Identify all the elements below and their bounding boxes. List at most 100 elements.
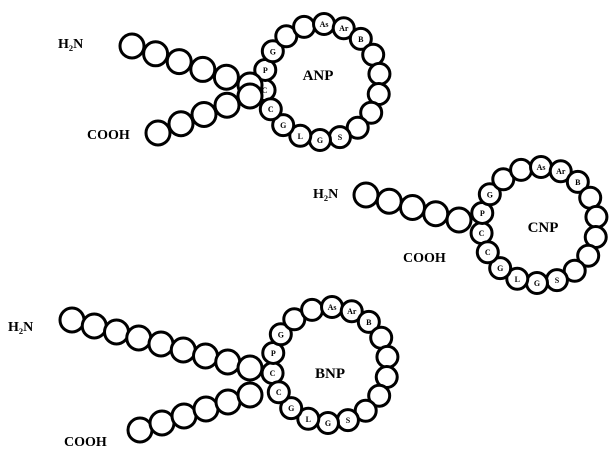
residue-label: As — [328, 303, 337, 312]
residue-label: S — [346, 416, 351, 425]
residue-label: C — [276, 388, 282, 397]
tail-bead — [142, 40, 170, 68]
residue-label: Ar — [556, 167, 566, 176]
residue-label: C — [270, 369, 276, 378]
tail-bead — [192, 342, 219, 370]
ring-bead — [509, 157, 534, 182]
ring-bead — [279, 396, 304, 421]
residue-label: C — [479, 229, 485, 238]
residue-label: G — [317, 136, 323, 145]
ring-bead — [258, 97, 283, 122]
cnp-n-tail — [352, 181, 473, 234]
residue-label: B — [575, 178, 581, 187]
tail-bead — [144, 119, 172, 147]
tail-bead — [165, 48, 193, 76]
ring-bead — [367, 383, 392, 408]
tail-bead — [125, 324, 153, 352]
residue-label: C — [268, 105, 274, 114]
bnp-n-terminus-label: H₂N — [8, 320, 33, 335]
ring-bead — [348, 26, 373, 51]
tail-bead — [352, 181, 380, 209]
residue-label: As — [320, 20, 329, 29]
tail-bead — [148, 409, 176, 437]
tail-bead — [58, 306, 86, 334]
cnp-label: CNP — [528, 220, 559, 236]
bnp-n-tail — [58, 306, 264, 382]
ring-bead — [505, 266, 530, 291]
tail-bead — [236, 82, 264, 110]
anp-n-terminus-label: H₂N — [58, 37, 83, 52]
residue-label: Ar — [339, 24, 349, 33]
residue-label: G — [280, 121, 286, 130]
residue-label: P — [480, 209, 485, 218]
residue-label: Ar — [347, 307, 357, 316]
ring-bead — [548, 159, 573, 184]
tail-bead — [236, 381, 264, 409]
tail-bead — [147, 330, 175, 358]
bnp-c-tail — [126, 381, 264, 444]
ring-bead — [339, 299, 364, 324]
ring-bead — [331, 16, 356, 41]
tail-bead — [214, 388, 242, 416]
anp-c-terminus-label: COOH — [87, 128, 130, 143]
residue-label: C — [262, 86, 268, 95]
residue-label: S — [555, 276, 560, 285]
residue-label: L — [298, 132, 303, 141]
bnp-c-terminus-label: COOH — [64, 435, 107, 450]
cnp-c-terminus-label: COOH — [403, 251, 446, 266]
residue-label: P — [271, 349, 276, 358]
ring-bead — [475, 240, 500, 265]
residue-label: G — [325, 419, 331, 428]
ring-bead — [477, 182, 502, 207]
residue-label: As — [537, 163, 546, 172]
residue-label: G — [288, 404, 294, 413]
anp-c-tail — [144, 82, 264, 147]
ring-bead — [576, 243, 601, 268]
residue-label: G — [487, 190, 493, 199]
residue-label: P — [263, 66, 268, 75]
ring-bead — [565, 169, 590, 194]
tail-bead — [236, 354, 264, 382]
ring-bead — [266, 380, 291, 405]
tail-bead — [80, 312, 108, 340]
tail-bead — [212, 63, 240, 91]
residue-label: B — [358, 35, 364, 44]
tail-bead — [169, 336, 197, 364]
ring-bead — [292, 14, 317, 39]
anp-n-tail — [118, 32, 264, 99]
residue-label: B — [366, 318, 372, 327]
tail-bead — [422, 200, 450, 228]
tail-bead — [375, 187, 403, 215]
ring-bead — [268, 322, 293, 347]
tail-bead — [445, 206, 473, 234]
residue-label: L — [515, 275, 520, 284]
residue-label: L — [306, 415, 311, 424]
ring-bead — [300, 297, 325, 322]
tail-bead — [189, 55, 217, 83]
ring-bead — [271, 113, 296, 138]
ring-bead — [375, 344, 400, 369]
bnp-label: BNP — [315, 366, 345, 382]
tail-bead — [213, 91, 241, 119]
residue-label: G — [534, 279, 540, 288]
tail-bead — [190, 101, 218, 128]
ring-bead — [488, 256, 513, 281]
anp-label: ANP — [303, 68, 334, 84]
tail-bead — [170, 402, 198, 430]
tail-bead — [167, 110, 195, 138]
ring-bead — [260, 39, 285, 64]
ring-bead — [584, 204, 609, 229]
residue-label: G — [497, 264, 503, 273]
residue-label: G — [278, 330, 284, 339]
ring-bead — [288, 123, 313, 148]
residue-label: G — [270, 47, 276, 56]
tail-bead — [192, 395, 220, 423]
tail-bead — [103, 318, 130, 346]
